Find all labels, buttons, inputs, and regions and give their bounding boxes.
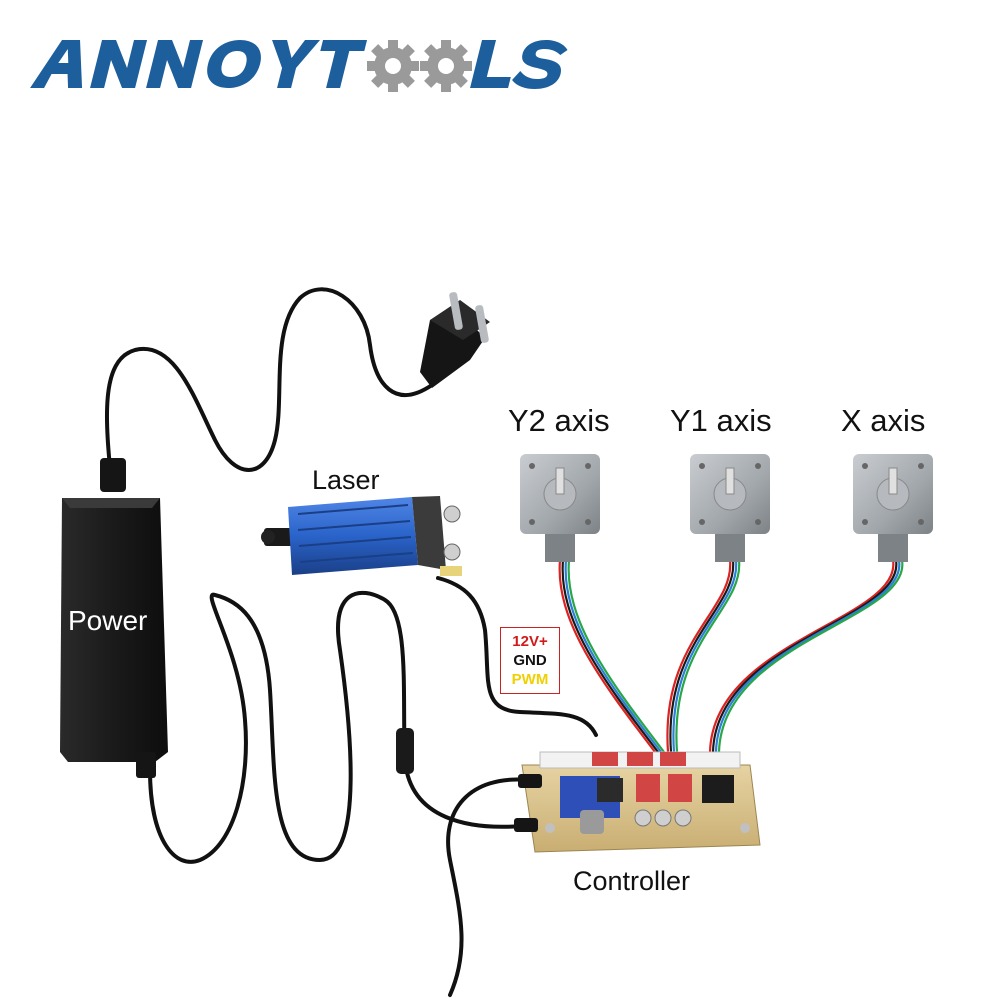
laser-label: Laser — [312, 465, 380, 495]
brand-logo — [30, 40, 568, 89]
controller-label: Controller — [573, 866, 691, 896]
power-supply — [60, 458, 168, 778]
stepper-motor-y2 — [520, 454, 600, 562]
stepper-motor-y1 — [690, 454, 770, 562]
gear-icon — [420, 40, 472, 92]
controller-board — [514, 751, 761, 853]
gear-icon — [367, 40, 419, 92]
laser-module — [261, 496, 462, 576]
y2-axis-label: Y2 axis — [508, 403, 610, 438]
ferrite-bead — [396, 728, 414, 774]
mains-plug — [420, 292, 490, 388]
usb-cable — [446, 777, 530, 997]
x-axis-label: X axis — [841, 403, 926, 438]
motor-ribbons — [558, 559, 904, 753]
laser-cable — [436, 576, 598, 737]
stepper-motor-x — [853, 454, 933, 562]
y1-axis-label: Y1 axis — [670, 403, 772, 438]
wire-gnd-label: GND — [513, 652, 547, 669]
cables — [104, 287, 598, 997]
power-label: Power — [68, 605, 148, 636]
dc-cable — [148, 590, 524, 864]
mains-cable — [104, 287, 434, 490]
laser-wire-legend: 12V+ GND PWM — [500, 627, 560, 694]
wire-12v-label: 12V+ — [512, 633, 548, 650]
wire-pwm-label: PWM — [511, 671, 549, 688]
